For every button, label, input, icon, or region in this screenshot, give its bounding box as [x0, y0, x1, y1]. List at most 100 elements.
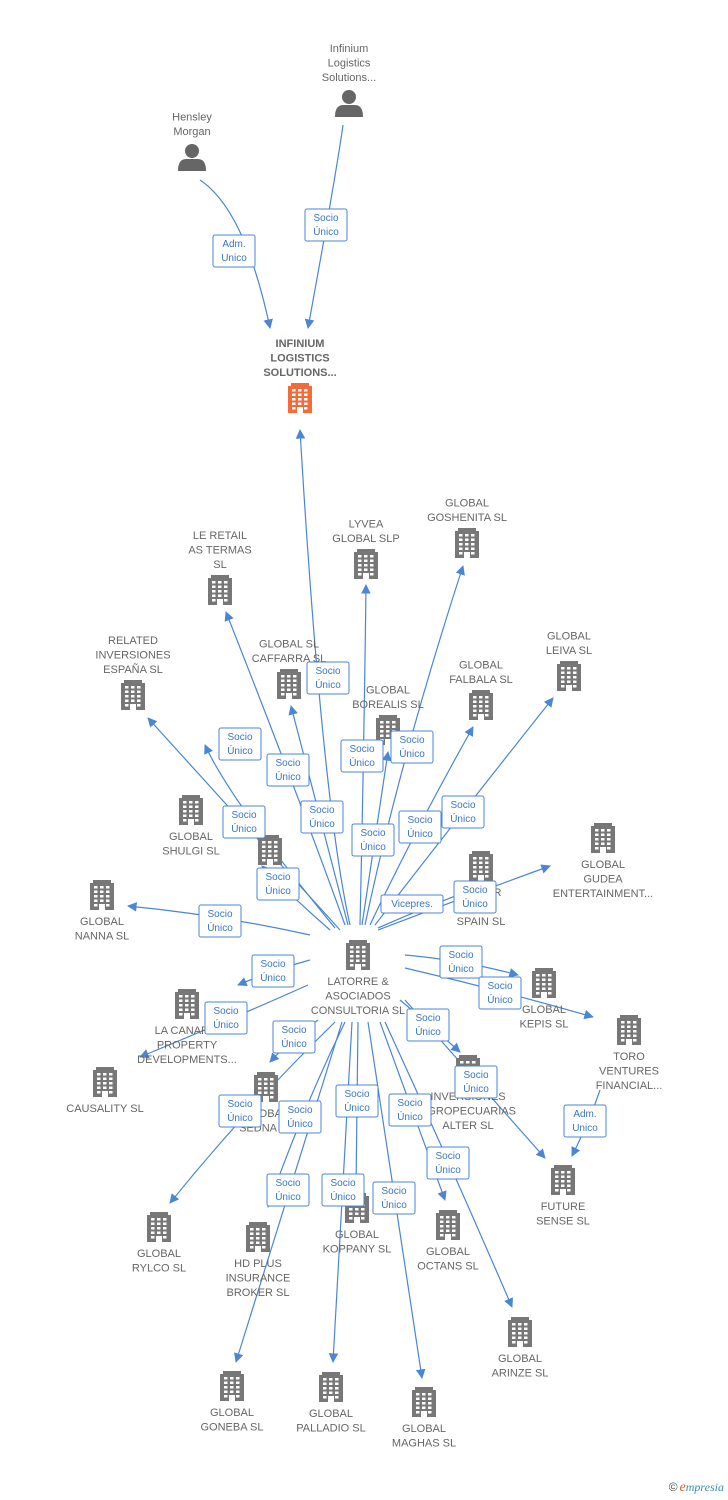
relation-label-box — [478, 976, 522, 1010]
relation-label-text: Único — [265, 884, 291, 897]
relation-label-hensley-infinium_main[interactable]: Adm.Unico — [212, 234, 256, 268]
node-label: AS TERMAS — [188, 545, 251, 557]
node-label: KOPPANY SL — [323, 1244, 392, 1256]
building-icon — [455, 528, 479, 558]
relation-label-box — [251, 954, 295, 988]
relation-edge-latorre-infinium_main — [295, 429, 351, 926]
building-icon — [175, 989, 199, 1019]
relation-label-box — [212, 234, 256, 268]
relation-label-text: Unico — [221, 253, 247, 264]
relation-label-text: Socio — [227, 732, 252, 743]
node-spain[interactable]: SO ZERTSPAIN SL — [457, 851, 506, 928]
node-latorre[interactable]: LATORRE & ASOCIADOS CONSULTORIA SL — [311, 940, 405, 1017]
building-icon — [469, 690, 493, 720]
node-la_canaria[interactable]: LA CANARIAPROPERTYDEVELOPMENTS... — [137, 989, 237, 1066]
node-label: ASOCIADOS — [325, 991, 390, 1003]
building-icon — [532, 968, 556, 998]
brand-rest: mpresia — [685, 1480, 724, 1494]
node-label: SL — [213, 559, 226, 571]
node-infinium_main[interactable]: INFINIUMLOGISTICSSOLUTIONS... — [263, 338, 337, 413]
node-label: ALTER SL — [442, 1120, 493, 1132]
node-label: TORO — [613, 1051, 645, 1063]
node-label: BOREALIS SL — [352, 699, 424, 711]
building-icon — [354, 549, 378, 579]
node-label: RYLCO SL — [132, 1263, 186, 1275]
empresia-watermark[interactable]: ©empresia — [669, 1480, 724, 1496]
node-label: ENTERTAINMENT... — [553, 888, 653, 900]
relation-label-box — [204, 1001, 248, 1035]
relation-label-text: Único — [487, 993, 513, 1006]
relation-label-text: Socio — [344, 1089, 369, 1100]
relation-label-text: Socio — [231, 810, 256, 821]
node-causality[interactable]: CAUSALITY SL — [66, 1067, 144, 1115]
relation-label-box — [398, 810, 442, 844]
node-infinium_person[interactable]: InfiniumLogisticsSolutions... — [322, 43, 376, 117]
node-label: BROKER SL — [227, 1287, 290, 1299]
node-gudea[interactable]: GLOBALGUDEAENTERTAINMENT... — [553, 823, 653, 900]
relation-label-text: Socio — [450, 800, 475, 811]
node-label: SPAIN SL — [457, 916, 506, 928]
relation-label-text: Único — [287, 1117, 313, 1130]
building-icon — [179, 795, 203, 825]
relation-label-latorre-gudea[interactable]: Vicepres. — [380, 894, 444, 914]
building-icon — [436, 1210, 460, 1240]
building-icon — [147, 1212, 171, 1242]
node-label: LATORRE & — [327, 976, 389, 988]
node-label: CONSULTORIA SL — [311, 1005, 405, 1017]
node-label: GLOBAL — [80, 916, 124, 928]
relation-label-text: Único — [344, 1101, 370, 1114]
node-toro[interactable]: TOROVENTURESFINANCIAL... — [596, 1015, 663, 1092]
relation-label-text: Socio — [207, 909, 232, 920]
relation-label-toro-future[interactable]: Adm.Unico — [563, 1104, 607, 1138]
node-label: ESPAÑA SL — [103, 663, 163, 676]
